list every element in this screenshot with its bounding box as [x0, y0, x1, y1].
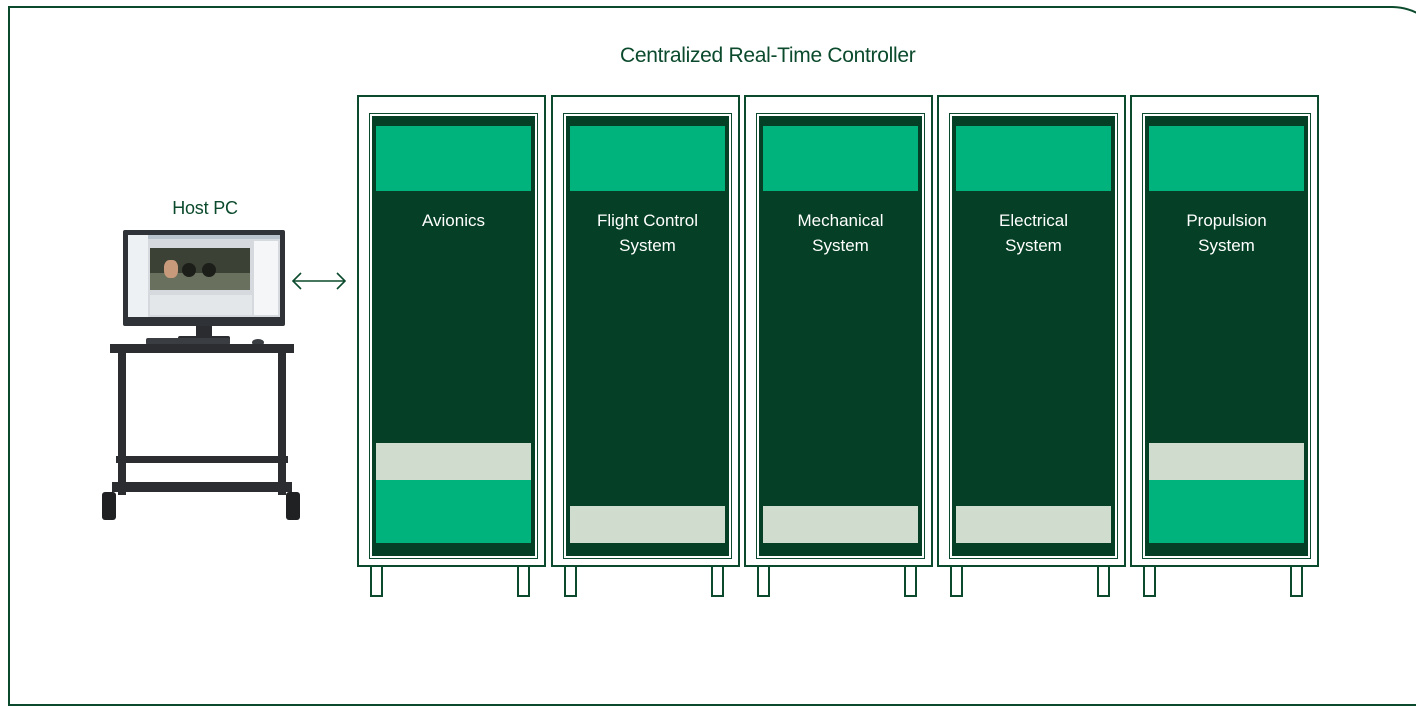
cabinet-gray-module	[1149, 443, 1304, 480]
bidirectional-arrow-icon	[290, 268, 348, 294]
cabinet-foot-right	[1097, 567, 1110, 597]
cabinet-3: Mechanical System	[744, 95, 933, 600]
cabinet-2: Flight Control System	[551, 95, 740, 600]
cabinet-top-module	[763, 126, 918, 191]
cabinet-gray-module	[956, 506, 1111, 543]
cabinet-label: Electrical System	[952, 208, 1115, 258]
cabinet-label: Mechanical System	[759, 208, 922, 258]
cabinet-foot-left	[370, 567, 383, 597]
host-pc-label: Host PC	[120, 198, 290, 219]
cabinet-gray-module	[763, 506, 918, 543]
monitor	[123, 230, 285, 326]
host-pc-illustration	[100, 230, 300, 530]
cabinet-4: Electrical System	[937, 95, 1126, 600]
cabinet-foot-right	[517, 567, 530, 597]
cabinet-bottom-module	[376, 480, 531, 543]
cabinet-foot-right	[904, 567, 917, 597]
cabinet-frame: Electrical System	[937, 95, 1126, 567]
cabinet-foot-left	[757, 567, 770, 597]
monitor-screen	[128, 235, 280, 317]
cabinet-gray-module	[570, 506, 725, 543]
cabinet-bottom-module	[1149, 480, 1304, 543]
cabinet-body: Propulsion System	[1143, 114, 1310, 558]
cabinet-foot-right	[711, 567, 724, 597]
cabinet-label: Flight Control System	[566, 208, 729, 258]
cabinet-body: Avionics	[370, 114, 537, 558]
cabinet-body: Electrical System	[950, 114, 1117, 558]
cabinet-frame: Mechanical System	[744, 95, 933, 567]
cabinet-foot-left	[1143, 567, 1156, 597]
cabinet-body: Flight Control System	[564, 114, 731, 558]
cabinet-top-module	[956, 126, 1111, 191]
cabinet-1: Avionics	[357, 95, 546, 600]
cabinet-label: Avionics	[372, 208, 535, 233]
cabinet-top-module	[1149, 126, 1304, 191]
cabinet-top-module	[570, 126, 725, 191]
cabinet-frame: Flight Control System	[551, 95, 740, 567]
diagram-title: Centralized Real-Time Controller	[620, 44, 1060, 68]
desk-top	[110, 344, 294, 353]
cabinet-body: Mechanical System	[757, 114, 924, 558]
cabinet-5: Propulsion System	[1130, 95, 1319, 600]
cabinet-frame: Propulsion System	[1130, 95, 1319, 567]
cabinet-foot-right	[1290, 567, 1303, 597]
cabinet-foot-left	[564, 567, 577, 597]
cabinet-label: Propulsion System	[1145, 208, 1308, 258]
cabinet-foot-left	[950, 567, 963, 597]
cabinet-gray-module	[376, 443, 531, 480]
cabinet-frame: Avionics	[357, 95, 546, 567]
cabinet-top-module	[376, 126, 531, 191]
